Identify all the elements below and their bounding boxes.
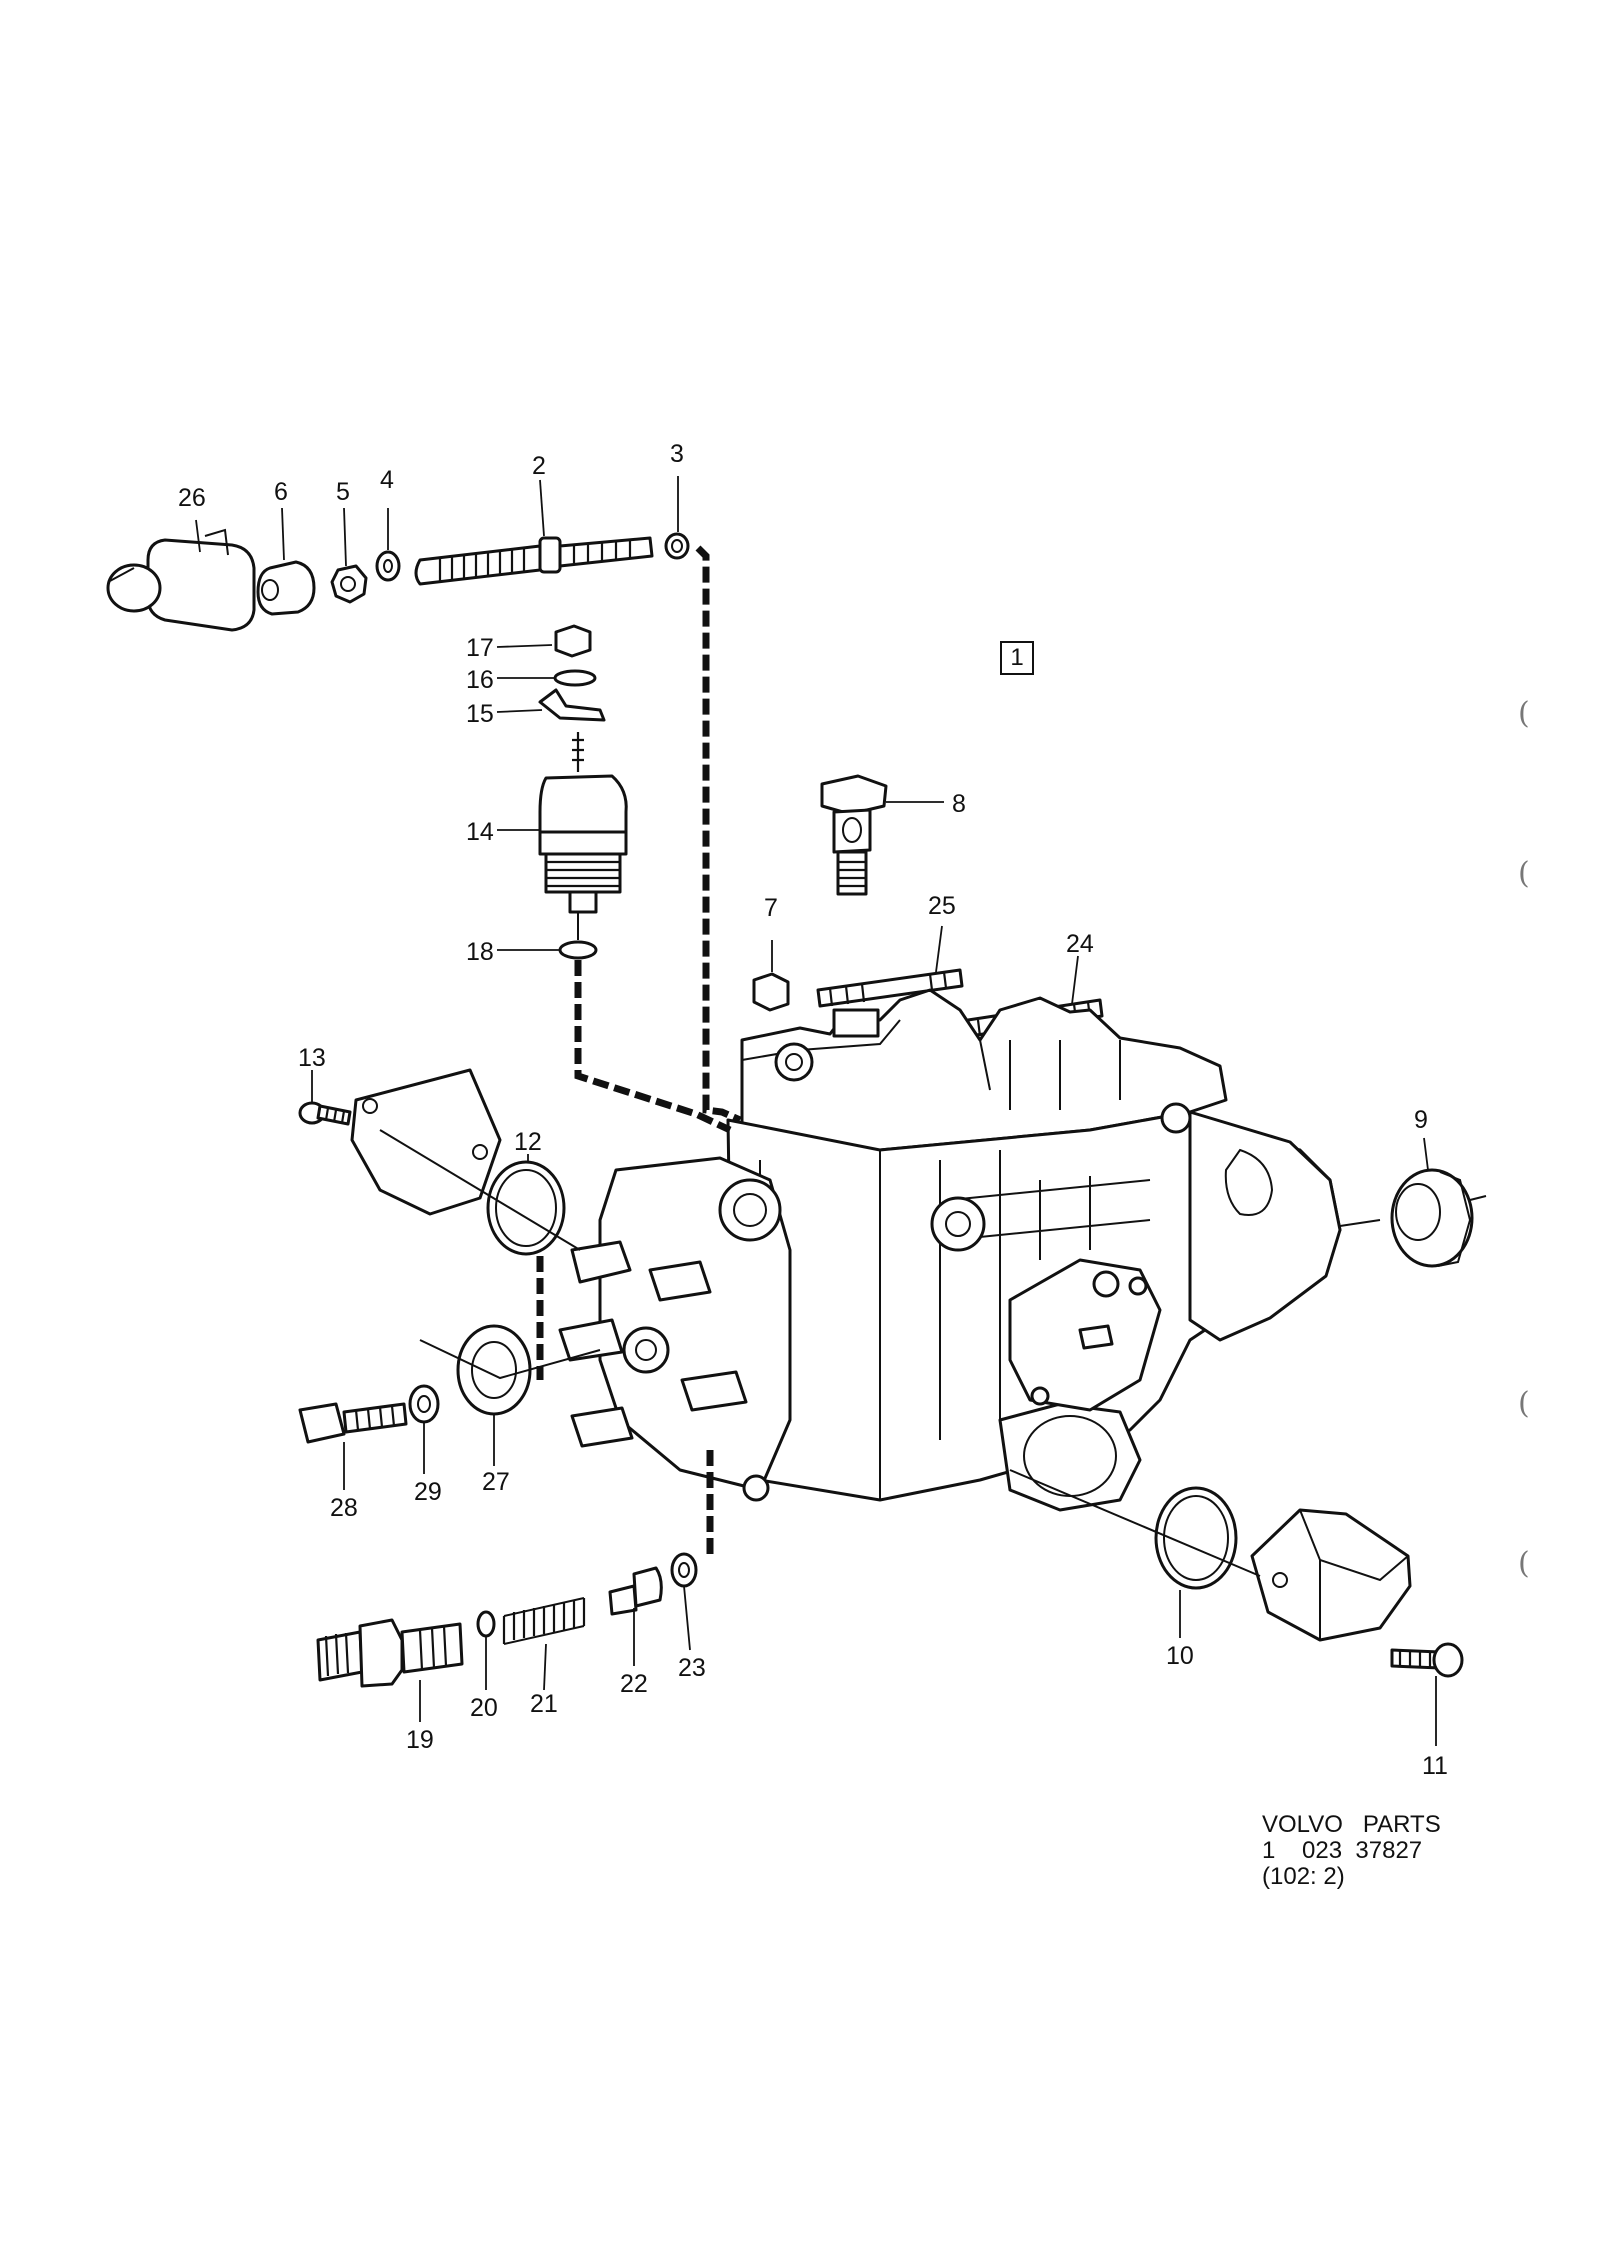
part-6-bushing bbox=[256, 560, 316, 616]
part-9-shaft-seal bbox=[1390, 1168, 1474, 1268]
assembly-line-13 bbox=[379, 1129, 581, 1251]
part-27-washer bbox=[456, 1324, 532, 1416]
binder-mark: ( bbox=[1518, 1386, 1530, 1421]
callout-14: 14 bbox=[466, 818, 494, 846]
caption-part-number: 1 023 37827 bbox=[1262, 1837, 1423, 1864]
part-13-cover-plate bbox=[350, 1068, 502, 1216]
group-tag-box: 1 bbox=[1000, 641, 1034, 675]
part-17-nut bbox=[554, 624, 592, 658]
callout-15: 15 bbox=[466, 700, 494, 728]
callout-13: 13 bbox=[298, 1044, 326, 1072]
part-14-sensor bbox=[538, 732, 628, 914]
part-4-washer bbox=[375, 550, 401, 582]
part-25-stud bbox=[816, 968, 964, 1008]
callout-8: 8 bbox=[952, 790, 966, 818]
callout-17: 17 bbox=[466, 634, 494, 662]
callout-3: 3 bbox=[670, 440, 684, 468]
caption-brand: VOLVO PARTS bbox=[1262, 1811, 1441, 1838]
callout-7: 7 bbox=[764, 894, 778, 922]
callout-29: 29 bbox=[414, 1478, 442, 1506]
callout-6: 6 bbox=[274, 478, 288, 506]
binder-mark: ( bbox=[1518, 856, 1530, 891]
callout-23: 23 bbox=[678, 1654, 706, 1682]
callout-10: 10 bbox=[1166, 1642, 1194, 1670]
part-8-banjo-bolt bbox=[820, 774, 888, 896]
callout-25: 25 bbox=[928, 892, 956, 920]
callout-2: 2 bbox=[532, 452, 546, 480]
callout-21: 21 bbox=[530, 1690, 558, 1718]
callout-5: 5 bbox=[336, 478, 350, 506]
callout-24: 24 bbox=[1066, 930, 1094, 958]
part-10-o-ring bbox=[1154, 1486, 1238, 1590]
part-7-nut bbox=[752, 972, 790, 1012]
part-21-spring bbox=[502, 1597, 586, 1645]
assembly-path-3 bbox=[695, 545, 742, 1124]
binder-mark: ( bbox=[1518, 1546, 1530, 1581]
callout-19: 19 bbox=[406, 1726, 434, 1754]
part-28-banjo-bolt bbox=[298, 1402, 408, 1444]
part-10-cover bbox=[1250, 1508, 1412, 1642]
binder-mark: ( bbox=[1518, 696, 1530, 731]
callout-22: 22 bbox=[620, 1670, 648, 1698]
part-29-washer bbox=[408, 1384, 440, 1424]
callout-27: 27 bbox=[482, 1468, 510, 1496]
part-22-valve-piston bbox=[608, 1566, 663, 1616]
callout-20: 20 bbox=[470, 1694, 498, 1722]
part-23-washer bbox=[670, 1552, 698, 1588]
part-5-nut bbox=[330, 564, 368, 604]
assembly-path-18 bbox=[574, 960, 732, 1134]
part-20-ball bbox=[476, 1610, 496, 1638]
part-18-washer bbox=[558, 940, 598, 960]
callout-26: 26 bbox=[178, 484, 206, 512]
callout-28: 28 bbox=[330, 1494, 358, 1522]
part-16-washer bbox=[553, 669, 597, 687]
part-26-actuator bbox=[106, 528, 256, 632]
callout-18: 18 bbox=[466, 938, 494, 966]
assembly-line-10 bbox=[1009, 1469, 1261, 1577]
callout-labels: 26 6 5 4 2 3 17 16 15 14 18 8 7 25 24 9 … bbox=[178, 440, 1448, 1780]
part-19-valve-body bbox=[316, 1618, 464, 1688]
callout-12: 12 bbox=[514, 1128, 542, 1156]
leader-lines bbox=[195, 476, 1437, 1746]
callout-4: 4 bbox=[380, 466, 394, 494]
pump-housing bbox=[558, 988, 1342, 1512]
part-3-seal-ring bbox=[664, 532, 690, 560]
part-12-o-ring bbox=[486, 1160, 566, 1256]
part-13-screw bbox=[298, 1101, 352, 1126]
group-tag-label: 1 bbox=[1010, 644, 1024, 671]
callout-16: 16 bbox=[466, 666, 494, 694]
callout-9: 9 bbox=[1414, 1106, 1428, 1134]
assembly-line-9 bbox=[1339, 1195, 1487, 1227]
part-11-screw bbox=[1390, 1642, 1464, 1678]
delivery-valve-fittings bbox=[558, 1240, 748, 1448]
part-15-bracket bbox=[538, 688, 606, 722]
assembly-line-27 bbox=[419, 1339, 601, 1380]
callout-11: 11 bbox=[1422, 1752, 1448, 1780]
parts-caption: VOLVO PARTS 1 023 37827 (102: 2) bbox=[1262, 1812, 1482, 1890]
part-2-threaded-rod bbox=[414, 536, 654, 586]
caption-page-ref: (102: 2) bbox=[1262, 1863, 1345, 1890]
